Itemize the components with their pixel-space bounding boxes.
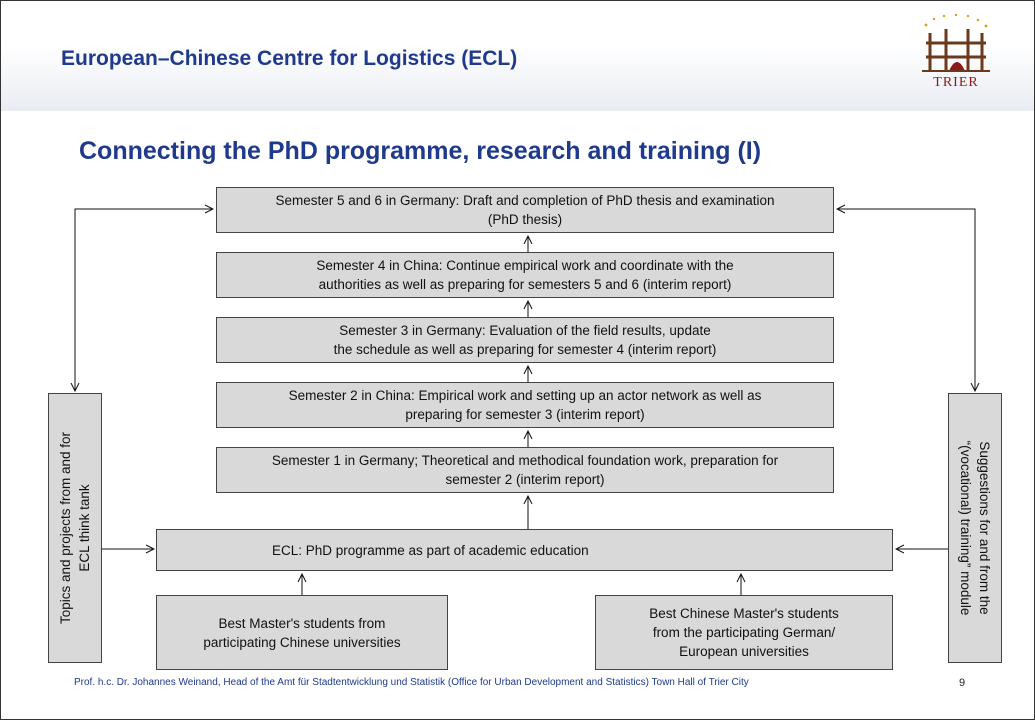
semester-4-box: Semester 4 in China: Continue empirical …	[216, 252, 834, 298]
logo-text: TRIER	[933, 75, 979, 90]
semester-2-box: Semester 2 in China: Empirical work and …	[216, 382, 834, 428]
ecl-programme-text: ECL: PhD programme as part of academic e…	[272, 542, 589, 558]
semester-5-6-box: Semester 5 and 6 in Germany: Draft and c…	[216, 187, 834, 233]
semester-3-text: Semester 3 in Germany: Evaluation of the…	[333, 323, 717, 357]
ecl-programme-box: ECL: PhD programme as part of academic e…	[156, 529, 893, 571]
semester-1-text: Semester 1 in Germany; Theoretical and m…	[271, 453, 779, 487]
city-gate-icon	[922, 13, 990, 72]
semester-2-text: Semester 2 in China: Empirical work and …	[288, 388, 762, 422]
chinese-universities-text: Best Master's students from participatin…	[203, 615, 401, 650]
german-universities-text: Best Chinese Master's students from the …	[649, 606, 839, 659]
think-tank-box: Topics and projects from and for ECL thi…	[48, 393, 102, 663]
footer-text: Prof. h.c. Dr. Johannes Weinand, Head of…	[74, 677, 749, 688]
chinese-universities-box: Best Master's students from participatin…	[156, 595, 448, 670]
training-module-box: Suggestions for and from the “(vocationa…	[948, 393, 1002, 663]
semester-4-text: Semester 4 in China: Continue empirical …	[316, 258, 734, 292]
header-band	[1, 1, 1034, 111]
header-title: European–Chinese Centre for Logistics (E…	[61, 47, 518, 70]
page-number: 9	[959, 677, 966, 689]
semester-3-box: Semester 3 in Germany: Evaluation of the…	[216, 317, 834, 363]
trier-logo: TRIER	[916, 13, 996, 93]
semester-5-6-text: Semester 5 and 6 in Germany: Draft and c…	[275, 193, 775, 227]
slide-title: Connecting the PhD programme, research a…	[79, 137, 762, 165]
semester-1-box: Semester 1 in Germany; Theoretical and m…	[216, 447, 834, 493]
left-loop-line	[74, 208, 212, 391]
german-universities-box: Best Chinese Master's students from the …	[595, 595, 893, 670]
right-loop-line	[838, 208, 976, 391]
